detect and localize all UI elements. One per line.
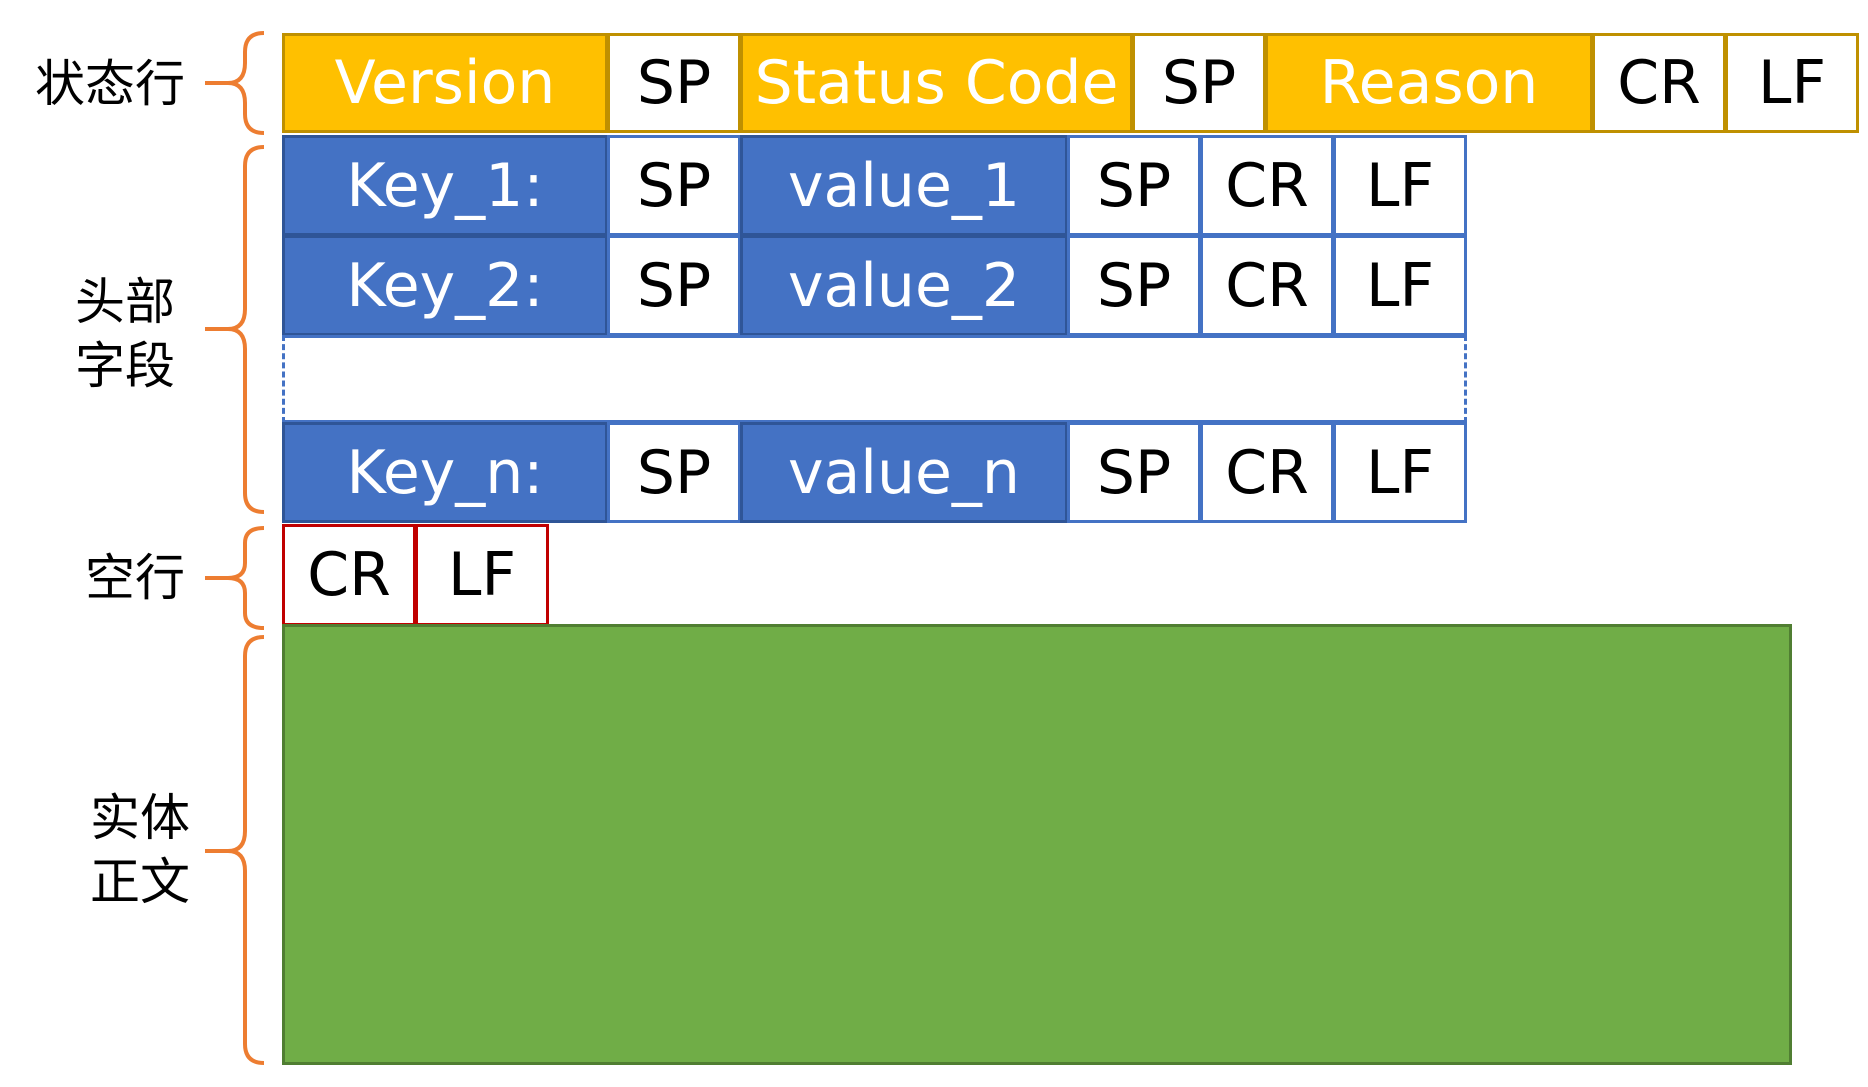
header-row-n-value: value_n: [740, 422, 1068, 523]
header-row-1-sp1: SP: [607, 135, 741, 236]
header-row-n-sp2: SP: [1067, 422, 1201, 523]
blank-line-brace: [205, 526, 265, 630]
blank-line-lf: LF: [415, 524, 549, 626]
header-row-n-cr: CR: [1200, 422, 1334, 523]
status-reason-cell: Reason: [1265, 33, 1593, 133]
status-sp2-cell: SP: [1132, 33, 1266, 133]
status-line-brace: [205, 31, 265, 135]
blank-line-label: 空行: [85, 549, 185, 607]
blank-line-cr: CR: [282, 524, 416, 626]
header-fields-brace: [205, 145, 265, 514]
header-row-n-sp1: SP: [607, 422, 741, 523]
header-row-n-key: Key_n:: [282, 422, 608, 523]
header-fields-label-line1: 头部: [75, 273, 175, 331]
entity-body-label-line1: 实体: [90, 789, 190, 847]
entity-body-block: [282, 624, 1792, 1065]
header-row-2-lf: LF: [1333, 235, 1467, 336]
header-row-1-sp2: SP: [1067, 135, 1201, 236]
header-row-2-value: value_2: [740, 235, 1068, 336]
header-row-2-sp2: SP: [1067, 235, 1201, 336]
entity-body-brace: [205, 635, 265, 1065]
header-ellipsis-row: [282, 335, 1467, 423]
header-row-1-value: value_1: [740, 135, 1068, 236]
status-sp1-cell: SP: [607, 33, 741, 133]
entity-body-label-line2: 正文: [90, 853, 190, 911]
header-row-2-key: Key_2:: [282, 235, 608, 336]
status-code-cell: Status Code: [740, 33, 1133, 133]
entity-body-label: 实体 正文: [75, 786, 205, 914]
header-row-1-cr: CR: [1200, 135, 1334, 236]
header-fields-label: 头部 字段: [60, 270, 190, 398]
status-line-label: 状态行: [35, 55, 185, 113]
header-row-n-lf: LF: [1333, 422, 1467, 523]
status-lf-cell: LF: [1725, 33, 1859, 133]
header-row-2-sp1: SP: [607, 235, 741, 336]
status-version-cell: Version: [282, 33, 608, 133]
header-fields-label-line2: 字段: [75, 337, 175, 395]
header-row-2-cr: CR: [1200, 235, 1334, 336]
status-cr-cell: CR: [1592, 33, 1726, 133]
header-row-1-lf: LF: [1333, 135, 1467, 236]
header-row-1-key: Key_1:: [282, 135, 608, 236]
